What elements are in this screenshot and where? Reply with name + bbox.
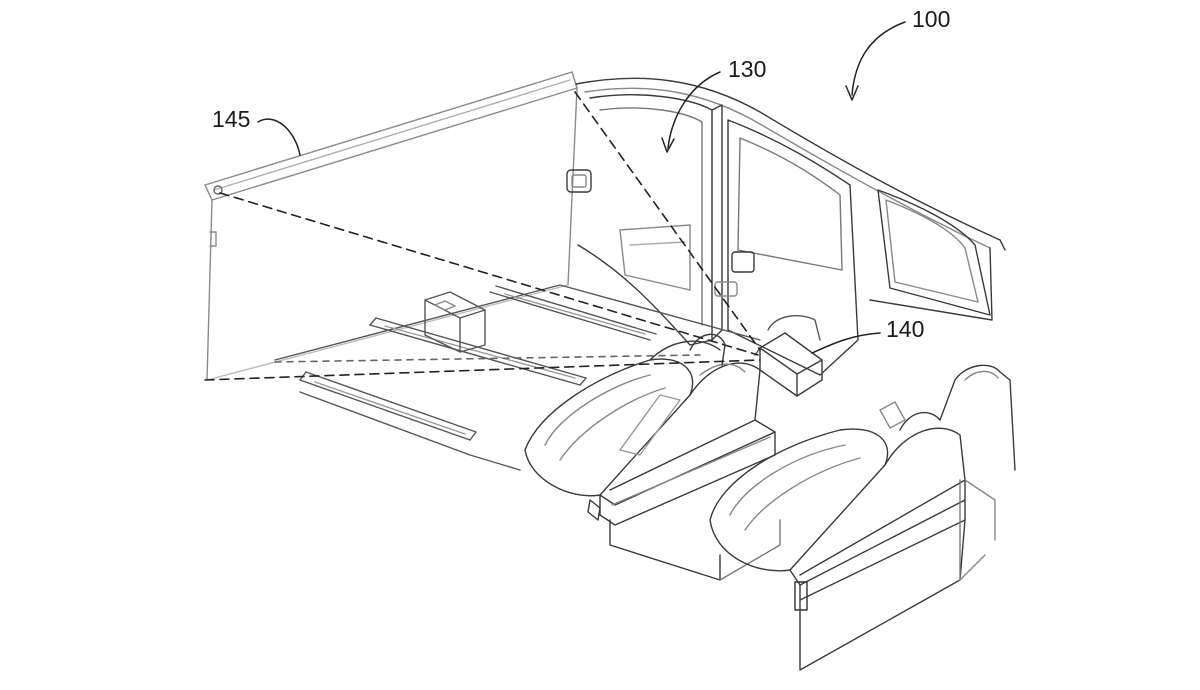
leader-line-145 (257, 118, 301, 156)
rear-door (714, 119, 859, 376)
reference-numeral-145: 145 (212, 106, 251, 132)
floor-rail (489, 285, 657, 341)
projector (754, 314, 823, 397)
reference-numeral-100: 100 (912, 6, 951, 32)
leader-line-130 (667, 71, 721, 149)
seat (709, 364, 1016, 671)
quarter-window (877, 189, 991, 316)
reference-numeral-140: 140 (886, 316, 925, 342)
leader-line-140 (811, 332, 881, 354)
floor (274, 284, 761, 471)
projection-screen (204, 71, 578, 381)
reference-numeral-130: 130 (728, 56, 767, 82)
vehicle-body (566, 77, 1006, 376)
leader-lines (257, 21, 906, 354)
projection-beam (204, 91, 761, 381)
seat (524, 333, 781, 581)
floor-rail (299, 371, 477, 441)
leader-line-100 (851, 21, 906, 96)
